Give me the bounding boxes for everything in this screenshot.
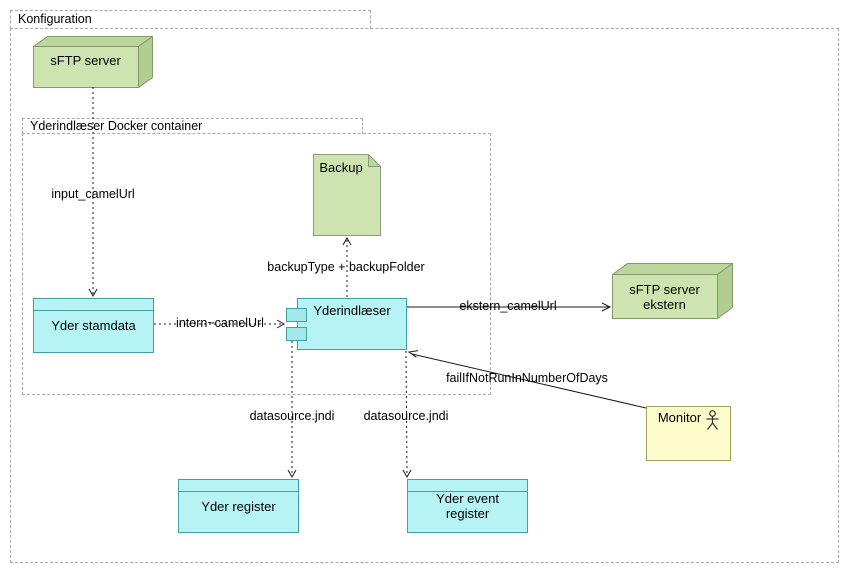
note-backup-label: Backup (319, 160, 363, 175)
box-yder-register-label: Yder register (201, 498, 276, 514)
node-sftp-server: sFTP server (33, 36, 153, 88)
edge-label-input-camelurl: input_camelUrl (51, 187, 135, 201)
actor-icon (706, 410, 719, 431)
box-yder-event-register: Yder event register (407, 479, 528, 533)
note-shape (313, 154, 381, 236)
node-sftp-server-ekstern-label: sFTP server ekstern (629, 282, 700, 312)
box-yder-event-register-label: Yder event register (436, 491, 499, 521)
frame-docker-container-tab: Yderindlæser Docker container (22, 118, 363, 134)
edge-label-backup-params: backupType + backupFolder (267, 260, 425, 274)
node-sftp-server-ekstern: sFTP server ekstern (612, 263, 733, 319)
frame-docker-container (22, 133, 491, 395)
frame-konfiguration-tab: Konfiguration (10, 10, 371, 29)
frame-konfiguration-label: Konfiguration (18, 12, 92, 26)
node3d-shape (33, 36, 153, 88)
component-port-icon (286, 327, 307, 341)
component-yderindlaeser-label: Yderindlæser (313, 303, 391, 318)
edge-label-datasource-jndi-event-register: datasource.jndi (363, 409, 449, 423)
component-port-icon (286, 308, 307, 322)
box-monitor: Monitor (646, 406, 731, 461)
node-sftp-server-label: sFTP server (50, 53, 121, 68)
frame-docker-container-label: Yderindlæser Docker container (30, 119, 203, 133)
box-yder-stamdata: Yder stamdata (33, 298, 154, 353)
edge-label-fail-if-not-run: failIfNotRunInNumberOfDays (446, 371, 608, 385)
compartment-divider (179, 491, 298, 492)
box-yder-register: Yder register (178, 479, 299, 533)
edge-label-ekstern-camelurl: ekstern_camelUrl (459, 299, 557, 313)
edge-label-intern-camelurl: intern~camelUrl (176, 316, 264, 330)
node3d-shape (612, 263, 733, 319)
box-monitor-label: Monitor (657, 410, 702, 425)
note-backup: Backup (313, 154, 381, 236)
component-yderindlaeser: Yderindlæser (286, 298, 407, 350)
box-yder-stamdata-label: Yder stamdata (51, 318, 136, 333)
compartment-divider (34, 310, 153, 311)
compartment-divider (408, 491, 527, 492)
frame-konfiguration (10, 28, 839, 563)
edge-label-datasource-jndi-register: datasource.jndi (249, 409, 335, 423)
